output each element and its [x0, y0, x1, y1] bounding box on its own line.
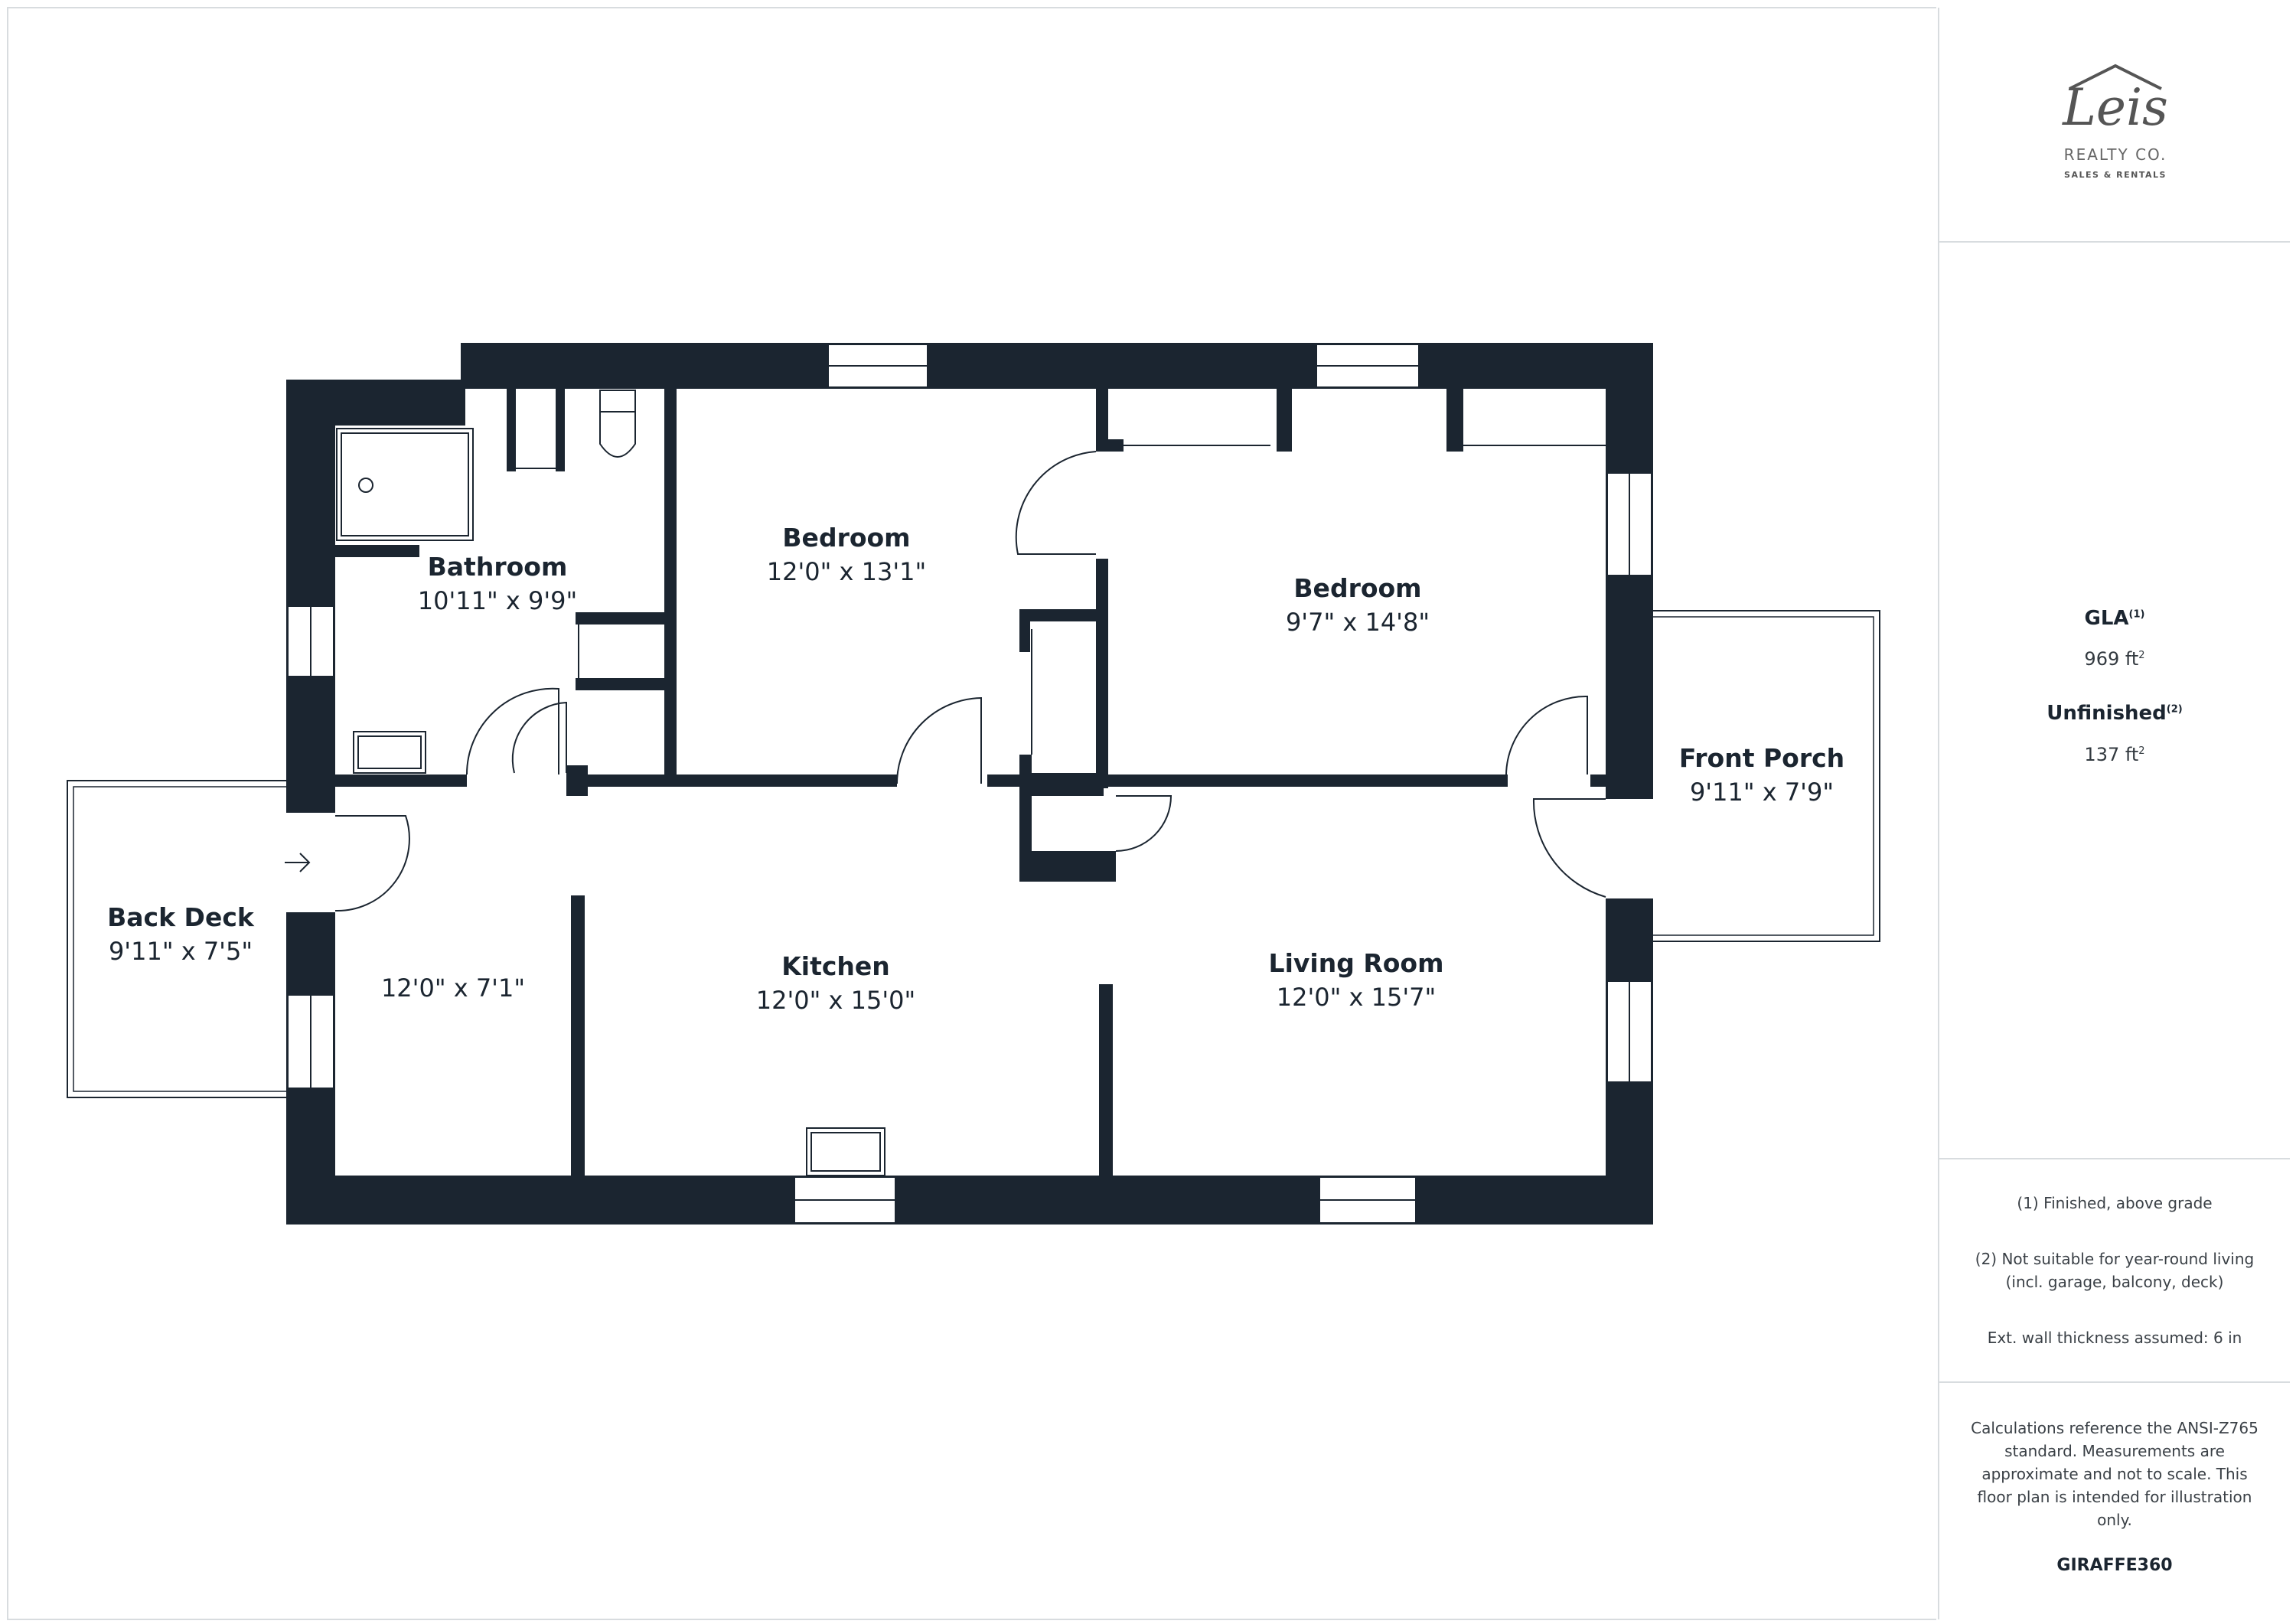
entry-arrow-icon: [285, 853, 311, 872]
logo-script: Leis: [2063, 78, 2168, 137]
logo-realty: REALTY CO.: [2063, 145, 2167, 164]
front-porch-outline: [1651, 610, 1880, 942]
room-dim-bedroom-2: 9'7" x 14'8": [1286, 608, 1430, 637]
area-stats: GLA(1) 969 ft2 Unfinished(2) 137 ft2: [1939, 243, 2290, 1159]
company-logo: Leis REALTY CO. SALES & RENTALS: [2054, 61, 2177, 191]
room-name-kitchen: Kitchen: [781, 951, 890, 981]
giraffe360-brand: GIRAFFE360: [2056, 1556, 2173, 1575]
room-dim-front-porch: 9'11" x 7'9": [1690, 778, 1834, 807]
room-dim-kitchen: 12'0" x 15'0": [756, 986, 915, 1015]
page-frame: [7, 7, 1936, 1620]
disclaimer-line-5: only.: [2097, 1511, 2132, 1529]
gla-value: 969 ft2: [2084, 648, 2145, 670]
room-dim-bedroom-1: 12'0" x 13'1": [767, 557, 926, 586]
room-dim-bathroom: 10'11" x 9'9": [418, 586, 577, 615]
note-finished: (1) Finished, above grade: [2017, 1194, 2213, 1212]
gla-label: GLA(1): [2084, 607, 2145, 630]
exterior-walls: [286, 343, 1653, 1225]
note-unfinished-2: (incl. garage, balcony, deck): [2005, 1273, 2224, 1291]
unfinished-label: Unfinished(2): [2047, 702, 2183, 725]
room-name-bedroom-2: Bedroom: [1293, 573, 1421, 603]
room-name-bathroom: Bathroom: [428, 552, 568, 582]
disclaimer-line-2: standard. Measurements are: [2004, 1442, 2225, 1460]
floor-plan: Bathroom 10'11" x 9'9" Bedroom 12'0" x 1…: [7, 7, 1936, 1620]
note-wall-thickness: Ext. wall thickness assumed: 6 in: [1987, 1329, 2242, 1347]
logo-section: Leis REALTY CO. SALES & RENTALS: [1939, 8, 2290, 243]
unfinished-value: 137 ft2: [2084, 744, 2145, 765]
room-name-back-deck: Back Deck: [107, 902, 255, 932]
windows: [287, 344, 1652, 1224]
disclaimer-line-1: Calculations reference the ANSI-Z765: [1971, 1419, 2258, 1437]
house-roof-icon: [2069, 64, 2162, 90]
fixtures: [336, 390, 1606, 1176]
door-swings: [334, 451, 1606, 912]
room-name-living-room: Living Room: [1269, 948, 1444, 978]
note-unfinished-1: (2) Not suitable for year-round living: [1975, 1250, 2255, 1268]
footnotes: (1) Finished, above grade (2) Not suitab…: [1939, 1159, 2290, 1383]
disclaimer-line-4: floor plan is intended for illustration: [1977, 1488, 2252, 1506]
room-dim-back-deck: 9'11" x 7'5": [109, 937, 253, 966]
disclaimer-line-3: approximate and not to scale. This: [1981, 1465, 2248, 1483]
room-dim-entry: 12'0" x 7'1": [381, 973, 525, 1003]
exterior-doors: [286, 799, 1655, 912]
disclaimer-section: Calculations reference the ANSI-Z765 sta…: [1939, 1383, 2290, 1613]
logo-tagline: SALES & RENTALS: [2064, 170, 2167, 180]
room-dim-living-room: 12'0" x 15'7": [1277, 983, 1436, 1012]
info-sidebar: Leis REALTY CO. SALES & RENTALS GLA(1) 9…: [1938, 8, 2290, 1619]
interior-walls: [335, 387, 1607, 1179]
room-name-bedroom-1: Bedroom: [782, 523, 910, 553]
room-name-front-porch: Front Porch: [1679, 743, 1844, 773]
